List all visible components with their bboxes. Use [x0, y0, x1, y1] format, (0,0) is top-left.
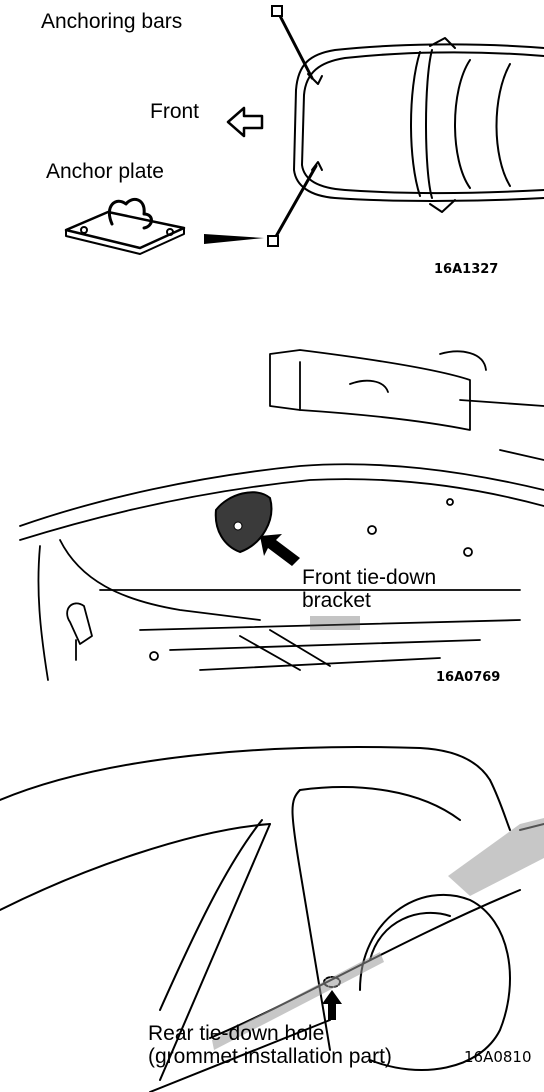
callout-arrow — [260, 534, 300, 566]
anchor-plate-label: Anchor plate — [46, 160, 164, 183]
callout-arrow — [322, 990, 342, 1020]
front-underbody-drawing — [19, 349, 544, 681]
front-tie-down-label-2: bracket — [302, 589, 371, 612]
anchor-plate-loop — [107, 197, 153, 230]
front-tie-down-label-1: Front tie-down — [302, 566, 437, 589]
front-tie-down-bracket — [214, 491, 273, 554]
rear-wheel — [359, 894, 511, 1071]
figure-rear-tie-down: Rear tie-down hole (grommet installation… — [0, 720, 544, 1092]
car-body-outline — [293, 43, 544, 202]
anchoring-bar-upper — [276, 10, 314, 80]
anchoring-bars-label: Anchoring bars — [41, 10, 183, 33]
front-label: Front — [150, 100, 200, 123]
figure-code: 16A0810 — [464, 1048, 532, 1066]
rear-tie-down-label-2: (grommet installation part) — [148, 1045, 392, 1068]
figure-anchoring-bars: Anchoring bars Front Anchor plate 16A132… — [0, 0, 544, 300]
car-top-view-drawing — [64, 5, 544, 255]
rear-quarter-drawing — [0, 745, 544, 1092]
anchor-plate-pointer — [204, 234, 264, 244]
figure-code: 16A1327 — [434, 262, 499, 277]
figure-code: 16A0769 — [436, 670, 501, 685]
front-arrow — [226, 106, 264, 138]
rear-tie-down-label-1: Rear tie-down hole — [148, 1022, 325, 1045]
figure-front-tie-down: Front tie-down bracket 16A0769 — [0, 340, 544, 700]
anchoring-bar-lower — [272, 164, 318, 242]
